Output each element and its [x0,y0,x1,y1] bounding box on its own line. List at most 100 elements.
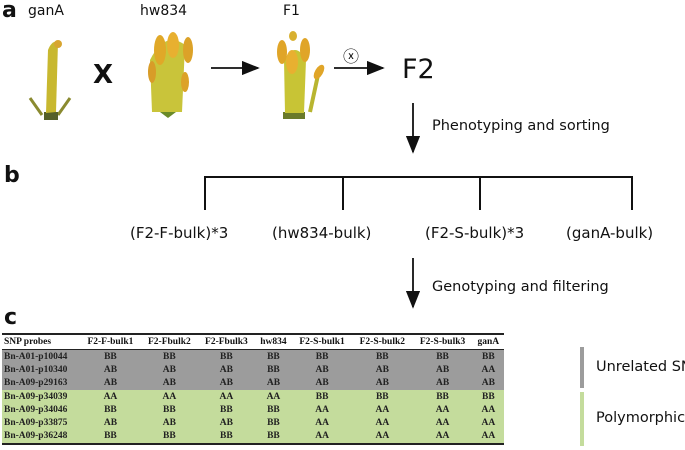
genotype-cell: BB [352,349,413,364]
column-header: F2-S-bulk1 [291,334,353,350]
gana-flower-image [28,40,72,120]
genotype-cell: AA [412,429,473,445]
snp-probe-cell: Bn-A09-p33875 [2,416,80,430]
genotype-cell: AA [80,389,141,404]
column-header: F2-Fbulk2 [140,334,198,350]
genotype-cell: AB [412,376,473,390]
genotype-cell: BB [472,349,504,364]
genotype-cell: AB [352,376,413,390]
genotype-cell: AA [291,429,353,445]
genotype-cell: AA [291,416,353,430]
genotype-cell: BB [254,416,292,430]
bulk-label: (F2-F-bulk)*3 [130,224,229,242]
genotype-cell: AB [140,416,198,430]
column-header: ganA [472,334,504,350]
genotype-cell: AA [472,403,504,417]
genotype-cell: BB [291,349,353,364]
genotype-cell: AB [140,363,198,377]
genotype-cell: BB [140,403,198,417]
parent2-label: hw834 [140,3,188,19]
column-header: F2-F-bulk1 [80,334,141,350]
panel-label-a: a [2,0,17,23]
f2-label: F2 [402,54,435,85]
column-header: F2-S-bulk2 [352,334,413,350]
f1-flower-image [277,31,325,119]
genotype-cell: AA [472,429,504,445]
genotype-cell: AA [140,389,198,404]
genotype-cell: AB [412,363,473,377]
bulk-bracket [204,176,633,210]
selfing-icon: ⓧ [343,47,360,66]
genotype-cell: AA [197,389,255,404]
genotype-cell: AB [291,363,353,377]
genotype-cell: AB [197,363,255,377]
genotype-cell: AA [412,416,473,430]
column-header: F2-Fbulk3 [197,334,255,350]
polymorphic-snp-label: Polymorphic SNP [596,410,685,426]
genotype-cell: AB [472,376,504,390]
snp-probe-cell: Bn-A09-p36248 [2,429,80,445]
genotype-cell: BB [80,349,141,364]
polymorphic-bar [580,392,584,446]
genotype-cell: AB [80,376,141,390]
genotype-cell: AB [197,376,255,390]
genotype-cell: BB [352,389,413,404]
genotype-cell: AA [291,403,353,417]
genotype-cell: BB [197,403,255,417]
column-header: hw834 [254,334,292,350]
genotype-cell: BB [140,429,198,445]
genotype-cell: BB [472,389,504,404]
snp-probe-cell: Bn-A09-p34046 [2,403,80,417]
genotype-cell: AB [291,376,353,390]
genotype-cell: BB [412,349,473,364]
genotype-cell: AA [472,363,504,377]
genotype-cell: BB [291,389,353,404]
genotype-cell: AA [352,416,413,430]
f1-label: F1 [283,3,300,19]
bulk-label: (ganA-bulk) [566,224,654,242]
genotype-cell: BB [254,363,292,377]
column-header: SNP probes [2,334,80,350]
genotype-cell: AB [140,376,198,390]
column-header: F2-S-bulk3 [412,334,473,350]
genotype-cell: AB [197,416,255,430]
genotype-cell: BB [80,403,141,417]
genotype-cell: BB [412,389,473,404]
genotype-cell: AA [472,416,504,430]
genotyping-step: Genotyping and filtering [432,279,609,295]
unrelated-snp-label: Unrelated SNP [596,359,685,375]
hw834-flower-image [148,32,193,118]
genotype-cell: BB [254,349,292,364]
genotype-cell: AA [352,403,413,417]
snp-probe-cell: Bn-A01-p10044 [2,349,80,364]
panel-label-b: b [4,163,20,188]
genotype-cell: BB [254,429,292,445]
genotype-cell: AB [80,363,141,377]
snp-probe-cell: Bn-A01-p10340 [2,363,80,377]
genotype-cell: BB [197,349,255,364]
genotype-cell: BB [140,349,198,364]
genotype-cell: AB [80,416,141,430]
genotype-cell: BB [80,429,141,445]
genotype-cell: AB [352,363,413,377]
genotype-cell: AA [254,389,292,404]
cross-symbol: X [93,60,114,90]
genotype-cell: AB [254,376,292,390]
panel-label-c: c [4,305,18,330]
genotype-cell: BB [254,403,292,417]
bulk-label: (hw834-bulk) [272,224,372,242]
parent1-label: ganA [28,3,64,19]
genotype-cell: BB [197,429,255,445]
snp-probe-cell: Bn-A09-p34039 [2,389,80,404]
genotype-cell: AA [352,429,413,445]
